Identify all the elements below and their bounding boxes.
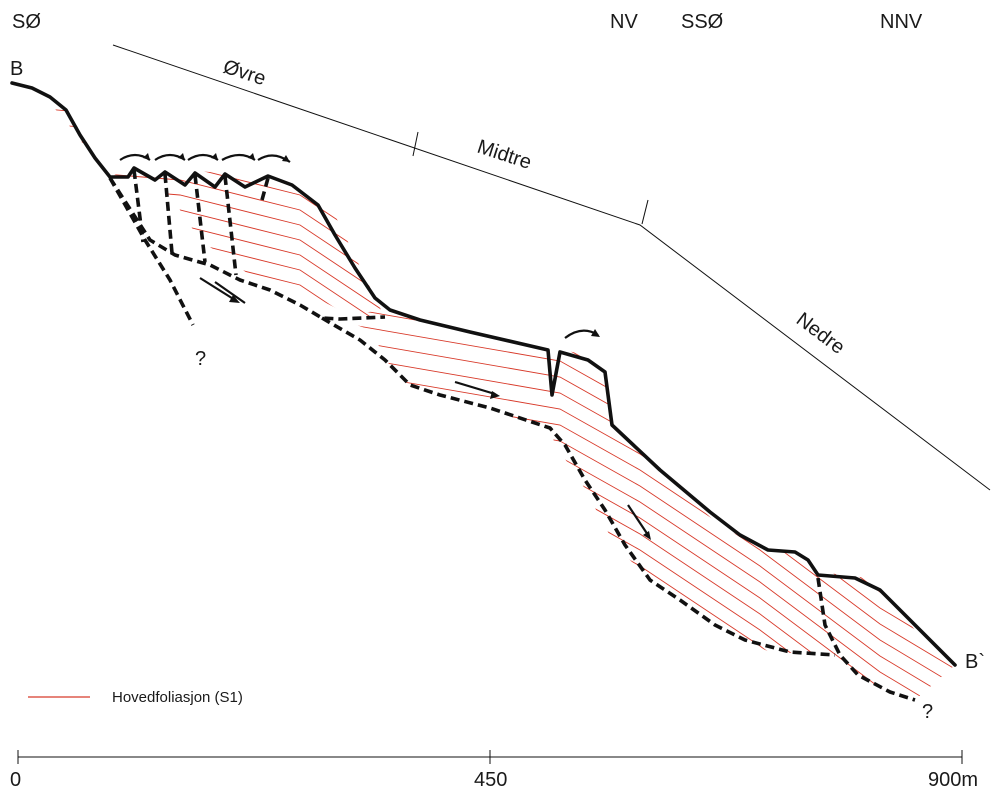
foliation-hatching-lower [300, 308, 955, 700]
fault-splay-1 [132, 169, 145, 243]
section-start-label: B [10, 58, 23, 80]
segment-label-lower: Nedre [792, 308, 849, 358]
segment-divider-middle-lower [641, 199, 649, 225]
uncertain-marker-1: ? [195, 348, 206, 370]
legend: Hovedfoliasjon (S1) [28, 689, 243, 706]
segment-label-upper: Øvre [220, 56, 268, 90]
fault-line-lower-right [816, 577, 916, 702]
section-end-label: B` [965, 651, 985, 673]
fault-line-upper-detachment [108, 177, 386, 321]
rotation-arrows [119, 153, 600, 339]
scale-label-mid: 450 [474, 769, 507, 791]
segment-label-middle: Midtre [474, 136, 534, 174]
fault-splay-2 [163, 173, 174, 254]
slip-arrows [199, 277, 651, 540]
topographic-profile [10, 81, 957, 667]
foliation-hatching-upper [12, 104, 385, 318]
direction-label-nv: NV [610, 11, 638, 33]
fault-splay-5 [260, 177, 270, 201]
scale-bar: 0 450 900m [10, 750, 978, 791]
direction-label-sso: SSØ [681, 11, 723, 33]
direction-label-right: NNV [880, 11, 923, 33]
fault-splay-3 [193, 174, 207, 263]
uncertain-marker-2: ? [922, 701, 933, 723]
fault-line-main-detachment [321, 316, 836, 657]
scale-label-end: 900m [928, 769, 978, 791]
fault-line-steep-left [108, 177, 195, 326]
direction-label-left: SØ [12, 11, 41, 33]
legend-foliation-label: Hovedfoliasjon (S1) [112, 689, 243, 706]
scale-label-start: 0 [10, 769, 21, 791]
segment-reference-line [112, 44, 991, 491]
segment-divider-upper-middle [412, 131, 419, 157]
fault-splay-4 [223, 175, 238, 276]
